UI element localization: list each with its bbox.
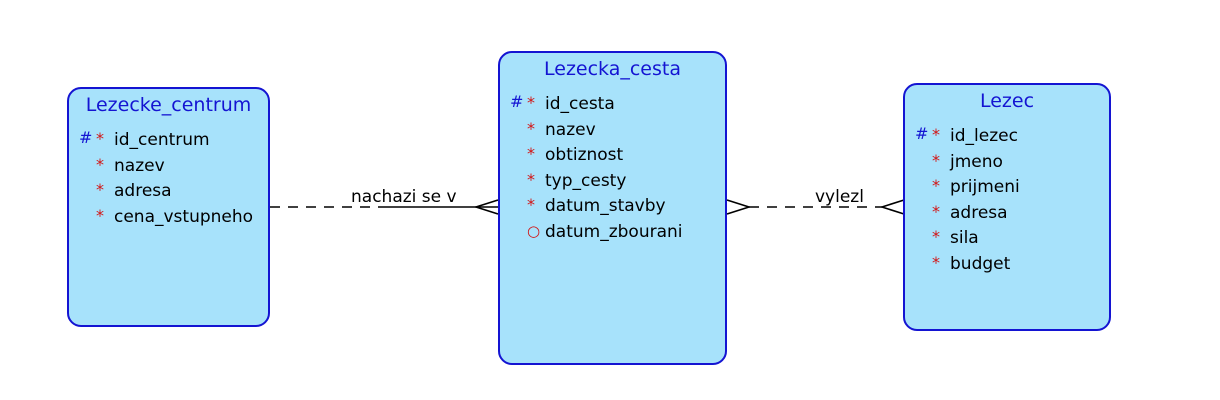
crows-foot-icon — [473, 199, 499, 215]
attribute-name: adresa — [950, 202, 1008, 223]
attribute-name: id_centrum — [114, 130, 210, 150]
mandatory-icon: * — [527, 195, 535, 215]
attribute-name: datum_stavby — [545, 196, 666, 217]
primary-key-icon: # — [510, 92, 524, 111]
attribute-name: cena_vstupneho — [114, 206, 254, 227]
mandatory-icon: * — [96, 205, 104, 225]
crows-foot-icon — [879, 199, 905, 215]
attribute-name: id_cesta — [545, 94, 615, 114]
relationship-label-vylezl: vylezl — [815, 187, 864, 207]
attribute-name: nazev — [114, 155, 165, 176]
attribute-name: budget — [950, 253, 1011, 274]
attribute-name: typ_cesty — [545, 170, 627, 191]
mandatory-icon: * — [932, 125, 940, 144]
attribute-name: adresa — [114, 181, 172, 202]
mandatory-icon: * — [932, 150, 940, 170]
attribute-name: obtiznost — [545, 145, 624, 166]
mandatory-icon: * — [932, 176, 940, 196]
attribute-name: sila — [950, 228, 979, 249]
mandatory-icon: * — [932, 227, 940, 247]
entity-title: Lezecka_cesta — [544, 58, 681, 80]
entity-lezecka-cesta[interactable]: Lezecka_cesta # * id_cesta * nazev * obt… — [498, 51, 727, 365]
attribute-name: jmeno — [950, 151, 1003, 172]
entity-lezec[interactable]: Lezec # * id_lezec * jmeno * prijmeni * … — [903, 83, 1111, 331]
optional-icon: ○ — [527, 221, 541, 240]
primary-key-icon: # — [915, 124, 929, 143]
relationship-label-nachazi-se-v: nachazi se v — [351, 187, 457, 207]
attribute-name: datum_zbourani — [545, 221, 683, 242]
mandatory-icon: * — [932, 252, 940, 272]
entity-title: Lezecke_centrum — [85, 94, 252, 116]
primary-key-icon: # — [79, 128, 93, 147]
attribute-name: prijmeni — [950, 177, 1020, 198]
mandatory-icon: * — [96, 154, 104, 174]
mandatory-icon: * — [527, 144, 535, 164]
mandatory-icon: * — [527, 93, 535, 112]
mandatory-icon: * — [527, 169, 535, 189]
mandatory-icon: * — [527, 118, 535, 138]
entity-title: Lezec — [979, 90, 1035, 112]
attribute-name: id_lezec — [950, 126, 1018, 146]
attribute-name: nazev — [545, 119, 596, 140]
entity-lezecke-centrum[interactable]: Lezecke_centrum # * id_centrum * nazev *… — [67, 87, 270, 327]
mandatory-icon: * — [96, 180, 104, 200]
mandatory-icon: * — [96, 129, 104, 148]
mandatory-icon: * — [932, 201, 940, 221]
crows-foot-icon — [726, 199, 752, 215]
